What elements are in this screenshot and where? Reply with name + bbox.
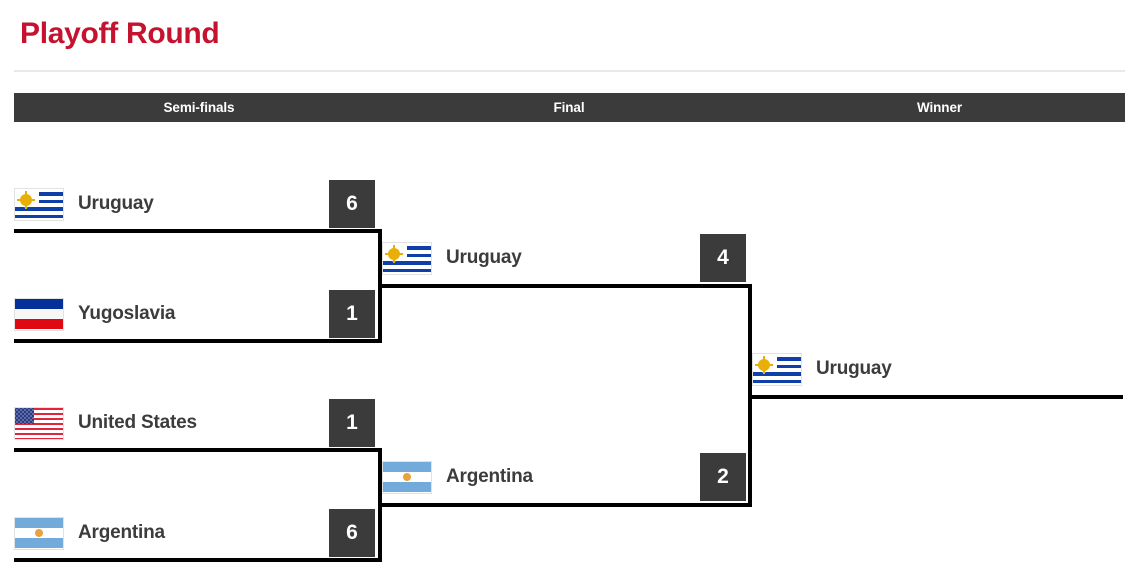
round-header-winner: Winner xyxy=(916,100,963,115)
uruguay-flag-icon xyxy=(382,241,432,275)
team-score: 4 xyxy=(700,234,746,282)
team-row[interactable]: United States xyxy=(14,399,329,447)
bracket-line-right xyxy=(378,448,382,562)
team-row[interactable]: Uruguay xyxy=(14,180,329,228)
bracket-line-right xyxy=(378,229,382,343)
team-row[interactable]: Uruguay xyxy=(382,234,700,282)
winner-row[interactable]: Uruguay xyxy=(752,345,1123,393)
team-row[interactable]: Argentina xyxy=(382,453,700,501)
bracket-line-bottom xyxy=(14,558,382,562)
team-name: United States xyxy=(78,412,197,433)
bracket-line-bottom xyxy=(382,503,752,507)
team-score: 6 xyxy=(329,180,375,228)
title-divider xyxy=(14,70,1125,72)
argentina-flag-icon xyxy=(14,516,64,550)
argentina-flag-icon xyxy=(382,460,432,494)
round-header-final: Final xyxy=(553,100,585,115)
team-name: Uruguay xyxy=(446,247,522,268)
bracket-line-top xyxy=(382,284,752,288)
team-row[interactable]: Argentina xyxy=(14,509,329,557)
yugoslavia-flag-icon xyxy=(14,297,64,331)
round-header-bar: Semi-finals Final Winner xyxy=(14,93,1125,122)
page-title: Playoff Round xyxy=(20,17,220,50)
bracket-line-top xyxy=(14,448,382,452)
team-name: Uruguay xyxy=(78,193,154,214)
bracket-line-top xyxy=(14,229,382,233)
team-row[interactable]: Yugoslavia xyxy=(14,290,329,338)
united-states-flag-icon xyxy=(14,406,64,440)
bracket-line-bottom xyxy=(14,339,382,343)
team-score: 1 xyxy=(329,399,375,447)
team-name: Argentina xyxy=(78,522,165,543)
winner-name: Uruguay xyxy=(816,358,892,379)
team-score: 2 xyxy=(700,453,746,501)
team-score: 6 xyxy=(329,509,375,557)
team-name: Yugoslavia xyxy=(78,303,176,324)
uruguay-flag-icon xyxy=(752,352,802,386)
team-score: 1 xyxy=(329,290,375,338)
winner-underline xyxy=(752,395,1123,399)
round-header-semi-finals: Semi-finals xyxy=(163,100,235,115)
team-name: Argentina xyxy=(446,466,533,487)
uruguay-flag-icon xyxy=(14,187,64,221)
bracket-line-right xyxy=(748,284,752,507)
